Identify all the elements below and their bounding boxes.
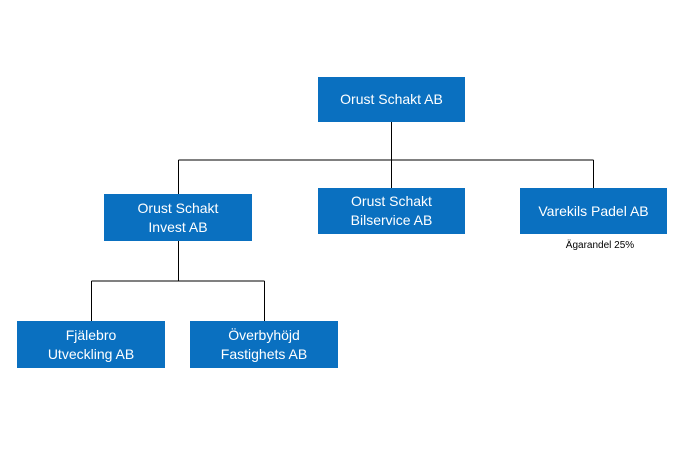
org-node-label-line1: Överbyhöjd	[228, 326, 300, 343]
org-node-label-line2: Fastighets AB	[220, 345, 308, 362]
org-node-label-line1: Orust Schakt	[351, 193, 432, 209]
org-node-orust-schakt-ab: Orust Schakt AB	[318, 77, 465, 122]
org-node-overbyhojd-fastighets-ab: Överbyhöjd Fastighets AB	[190, 321, 338, 368]
org-node-label: Orust Schakt AB	[340, 91, 443, 107]
org-node-label-line1: Orust Schakt	[137, 199, 219, 216]
org-node-orust-schakt-bilservice-ab: Orust Schakt Bilservice AB	[318, 188, 465, 234]
org-node-orust-schakt-invest-ab: Orust Schakt Invest AB	[104, 194, 252, 241]
org-node-label-line2: Bilservice AB	[350, 212, 433, 228]
org-node-fjalebro-utveckling-ab: Fjälebro Utveckling AB	[17, 321, 165, 368]
org-node-label-line2: Invest AB	[148, 218, 208, 235]
org-node-label-line2: Utveckling AB	[47, 345, 135, 362]
org-node-label: Varekils Padel AB	[538, 202, 649, 219]
org-node-label-line1: Fjälebro	[65, 326, 117, 343]
org-node-varekils-padel-ab: Varekils Padel AB	[520, 188, 667, 234]
ownership-share-note: Ägarandel 25%	[565, 240, 635, 251]
